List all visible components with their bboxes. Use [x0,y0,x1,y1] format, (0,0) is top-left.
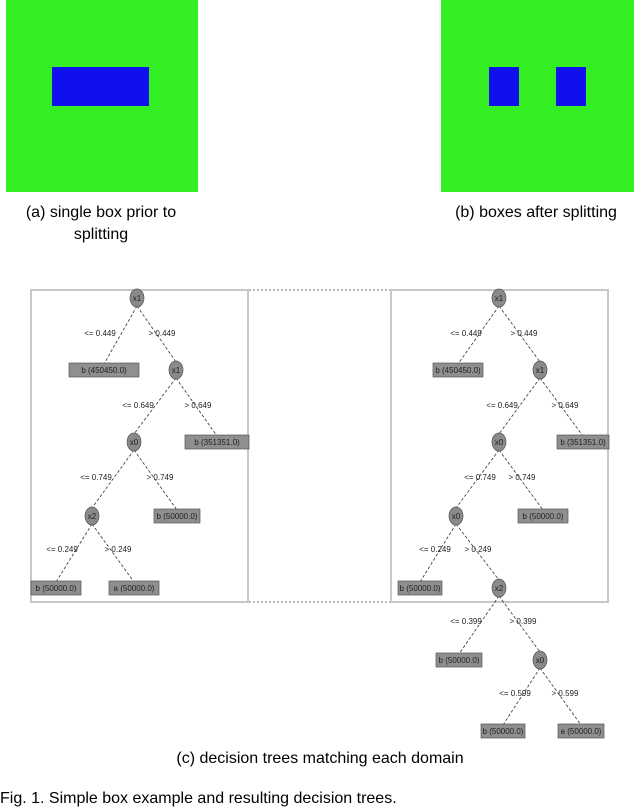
right-tree-edge [498,449,544,511]
left-tree-leaf-label: b (450450.0) [81,366,127,375]
left-tree-leaf [153,508,201,524]
right-tree-leaf [397,580,443,596]
left-tree-edge [136,305,177,363]
right-tree-edge-label: > 0.399 [510,617,537,626]
left-tree-edge [133,377,177,435]
right-tree-edge [498,305,541,363]
right-tree-leaf-label: b (351351.0) [560,438,606,447]
left-tree-leaf [108,580,160,596]
right-tree-edge-label: <= 0.399 [450,617,482,626]
left-tree-edge-label: > 0.249 [105,545,132,554]
right-tree-leaf [432,362,484,378]
left-tree-split-node-label: x0 [130,438,139,447]
right-tree-leaf-label: a (50000.0) [561,727,602,736]
right-tree-leaf [480,723,526,739]
right-tree-edge-label: > 0.449 [511,329,538,338]
split-box-right [556,67,586,106]
left-tree-split-node-label: x2 [88,512,97,521]
right-tree-leaf [557,723,605,739]
left-tree-edge-label: <= 0.249 [46,545,78,554]
left-tree-leaf [68,362,140,378]
left-tree-edge-label: > 0.449 [149,329,176,338]
right-tree-split-node-label: x1 [536,366,545,375]
right-tree-edge-label: > 0.599 [552,689,579,698]
left-tree-edge [103,305,138,365]
right-tree-edge-label: > 0.749 [509,473,536,482]
right-tree-split-node-label: x2 [495,584,504,593]
left-tree-edge [55,523,93,583]
left-tree-edge-label: <= 0.449 [84,329,116,338]
caption-a-line1: (a) single box prior to [25,204,177,221]
left-tree-leaf-label: b (351351.0) [194,438,240,447]
right-tree-edge [539,667,582,726]
right-tree-split-node [532,360,548,380]
right-tree-edge-label: <= 0.249 [419,545,451,554]
right-tree-split-node-label: x0 [495,438,504,447]
left-tree-leaf [30,580,82,596]
right-tree-split-node [491,578,507,598]
right-tree-edge [498,377,541,435]
right-tree-edge [502,667,541,726]
right-tree-edge-label: <= 0.599 [499,689,531,698]
right-tree-leaf [435,652,483,668]
right-tree-leaf-label: b (50000.0) [483,727,524,736]
right-tree-edge-label: <= 0.649 [486,401,518,410]
right-tree-split-node-label: x0 [452,512,461,521]
right-tree-split-node [448,506,464,526]
right-tree-edge [458,595,500,655]
left-tree-leaf-label: b (50000.0) [36,584,77,593]
right-tree-edge-label: > 0.649 [552,401,579,410]
right-tree-split-node [532,650,548,670]
left-tree-edge [91,523,135,583]
right-tree-edge [455,449,500,509]
left-tree-edge [133,449,178,511]
right-tree-leaf [556,434,610,450]
right-tree-edge [419,523,457,583]
right-tree-leaf [517,508,569,524]
right-tree-edge [455,523,500,581]
left-tree-split-node [126,432,142,452]
figure-caption: Fig. 1. Simple box example and resulting… [0,790,397,807]
left-tree-leaf-label: a (50000.0) [114,584,155,593]
left-tree-split-node [168,360,184,380]
right-tree-split-node [491,432,507,452]
left-tree-edge-label: <= 0.649 [122,401,154,410]
left-tree-edge [91,449,135,509]
right-tree-edge-label: > 0.249 [465,545,492,554]
right-tree-edge [498,595,541,653]
right-tree-split-node-label: x1 [495,294,504,303]
caption-a: (a) single box prior to splitting [0,202,202,246]
single-box [52,67,149,106]
left-tree-edge-label: <= 0.749 [80,473,112,482]
domain-b-region [441,0,634,192]
right-tree-edge-label: <= 0.449 [450,329,482,338]
left-tree-split-node [84,506,100,526]
right-tree-edge [457,305,500,365]
right-tree-leaf-label: b (50000.0) [439,656,480,665]
left-tree-leaf-label: b (50000.0) [157,512,198,521]
right-tree-split-node-label: x0 [536,656,545,665]
caption-b: (b) boxes after splitting [455,204,617,221]
left-tree-edge-label: > 0.649 [185,401,212,410]
left-tree-edge [175,377,218,437]
right-tree-edge-label: <= 0.749 [464,473,496,482]
caption-c: (c) decision trees matching each domain [176,750,464,767]
right-tree-leaf-label: b (50000.0) [400,584,441,593]
left-tree-leaf [184,434,250,450]
right-tree-leaf-label: b (450450.0) [435,366,481,375]
split-box-left [489,67,519,106]
caption-a-line2: splitting [73,226,129,243]
left-tree-split-node-label: x1 [172,366,181,375]
right-tree-leaf-label: b (50000.0) [523,512,564,521]
right-tree-split-node [491,288,507,308]
left-tree-split-node [129,288,145,308]
left-tree-edge-label: > 0.749 [147,473,174,482]
right-tree-edge [539,377,584,437]
left-tree-split-node-label: x1 [133,294,142,303]
